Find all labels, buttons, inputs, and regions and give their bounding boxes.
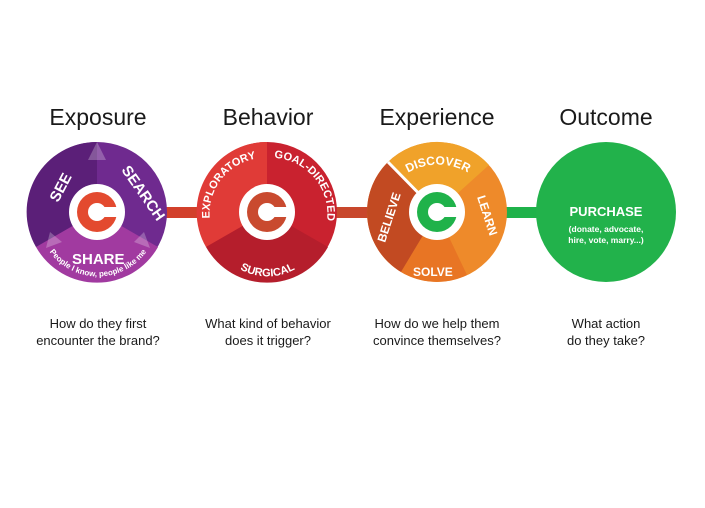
question-line: does it trigger? <box>225 333 311 348</box>
outcome-circle: PURCHASE (donate, advocate, hire, vote, … <box>536 142 676 282</box>
exposure-c-gap <box>97 207 119 217</box>
connector-2 <box>320 207 380 218</box>
experience-circle: DISCOVER LEARN SOLVE BELIEVE <box>367 141 507 282</box>
experience-discover-segment <box>388 141 489 212</box>
connector-1 <box>150 207 210 218</box>
experience-solve-segment <box>401 212 467 282</box>
question-line: convince themselves? <box>373 333 501 348</box>
question-outcome: What action do they take? <box>516 315 696 349</box>
outcome-sub-1: (donate, advocate, <box>569 224 644 234</box>
behavior-surgical-segment <box>206 212 328 283</box>
label-discover: DISCOVER <box>403 154 473 176</box>
behavior-c-gap <box>267 207 289 217</box>
triangle-decoration <box>88 142 106 160</box>
question-line: How do we help them <box>374 316 500 331</box>
question-line: do they take? <box>566 333 646 348</box>
question-experience: How do we help them convince themselves? <box>347 315 527 349</box>
label-surgical: SURGICAL <box>239 261 297 279</box>
outcome-disc <box>536 142 676 282</box>
outcome-sub-2: hire, vote, marry...) <box>568 235 644 245</box>
question-exposure: How do they first encounter the brand? <box>8 315 188 349</box>
title-behavior: Behavior <box>222 104 314 130</box>
label-share: SHARE <box>72 251 125 268</box>
title-exposure: Exposure <box>49 104 147 130</box>
triangle-decoration <box>46 232 62 248</box>
exposure-circle: SEE SEARCH SHARE People I know, people l… <box>26 141 168 283</box>
experience-believe-segment <box>367 162 437 272</box>
experience-c-gap <box>437 207 459 217</box>
question-behavior: What kind of behavior does it trigger? <box>178 315 358 349</box>
label-purchase: PURCHASE <box>570 204 643 219</box>
triangle-decoration <box>134 232 150 248</box>
title-outcome: Outcome <box>559 104 653 130</box>
title-experience: Experience <box>379 104 495 130</box>
exposure-share-segment <box>36 212 158 283</box>
connector-3 <box>489 207 549 218</box>
question-line: What action <box>571 316 641 331</box>
question-line: What kind of behavior <box>205 316 331 331</box>
question-line: How do they first <box>49 316 147 331</box>
behavior-circle: EXPLORATORY GOAL-DIRECTED SURGICAL <box>196 141 337 283</box>
question-line: encounter the brand? <box>36 333 160 348</box>
label-solve: SOLVE <box>413 265 453 279</box>
